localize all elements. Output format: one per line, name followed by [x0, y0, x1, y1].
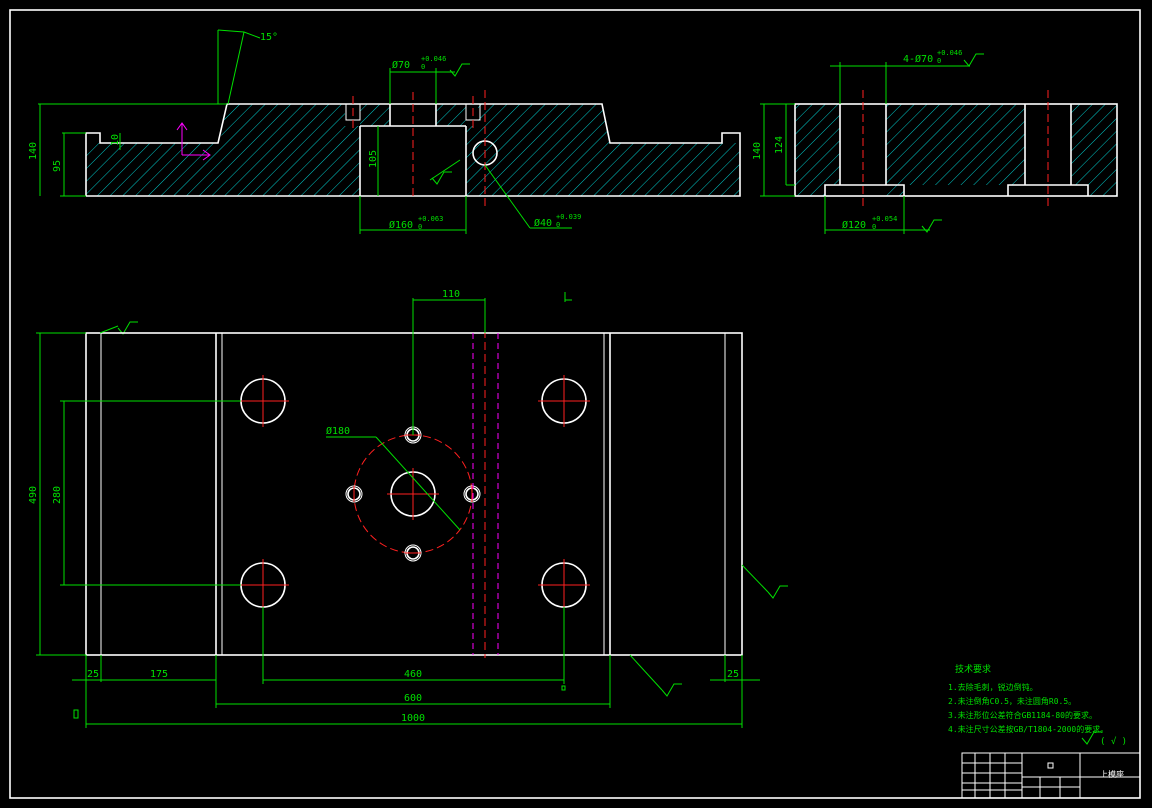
- plan-labels: 110 Ø180 490 280 25 175 460 600 1000 25: [28, 289, 739, 724]
- section-marker: [564, 292, 572, 302]
- dia-b-bottom-tol: +0.054: [872, 215, 897, 223]
- dia-top: Ø70: [392, 59, 410, 71]
- dia-top-tol: +0.046: [421, 55, 446, 63]
- dim-edge-left: 25: [87, 669, 99, 680]
- dim-edge-right: 25: [727, 669, 739, 680]
- dia-side-tol: +0.039: [556, 213, 581, 221]
- dim-small: 10: [110, 134, 121, 146]
- notes-item-3: 3.未注形位公差符合GB1184-80的要求。: [948, 710, 1097, 720]
- dia-b-bottom-tol-low: 0: [872, 223, 876, 231]
- dia-pcd: Ø180: [326, 425, 350, 437]
- dim-height-base: 95: [52, 160, 63, 172]
- notes-item-2: 2.未注倒角C0.5，未注圆角R0.5。: [948, 696, 1076, 706]
- angle-label: 15°: [260, 32, 278, 43]
- dim-b-pocket: 124: [774, 136, 785, 154]
- holes-tol-low: 0: [937, 57, 941, 65]
- dim-height-total: 140: [28, 142, 39, 160]
- roughness-symbols: [117, 53, 984, 697]
- notes-item-1: 1.去除毛刺，锐边倒钝。: [948, 682, 1038, 692]
- dim-flange: 175: [150, 669, 168, 680]
- dia-bottom-tol: +0.063: [418, 215, 443, 223]
- technical-notes: 技术要求 1.去除毛刺，锐边倒钝。 2.未注倒角C0.5，未注圆角R0.5。 3…: [948, 663, 1127, 747]
- holes-tol: +0.046: [937, 49, 962, 57]
- dia-side: Ø40: [534, 217, 552, 229]
- dim-plan-height: 490: [28, 486, 39, 504]
- dim-top-offset: 110: [442, 289, 460, 300]
- dia-top-tol-low: 0: [421, 63, 425, 71]
- section-view-a: [38, 29, 741, 234]
- section-b-labels: 4-Ø70 +0.046 0 140 124 Ø120 +0.054 0: [752, 49, 962, 231]
- dia-b-bottom: Ø120: [842, 219, 866, 231]
- dia-bottom-tol-low: 0: [418, 223, 422, 231]
- dim-pocket: 105: [368, 150, 379, 168]
- dim-hole-spacing-v: 280: [52, 486, 63, 504]
- dim-hole-spacing-h: 460: [404, 669, 422, 680]
- part-name: 上模座: [1100, 769, 1124, 779]
- notes-roughness: ( √ ): [1100, 736, 1127, 747]
- dim-overall: 1000: [401, 713, 425, 724]
- section-a-labels: 15° 140 95 10 105 Ø70 +0.046 0 Ø160 +0.0…: [28, 32, 581, 231]
- title-block: 上模座: [961, 752, 1141, 799]
- notes-item-4: 4.未注尺寸公差按GB/T1804-2000的要求。: [948, 724, 1108, 734]
- ucs-icon: [176, 122, 211, 161]
- section-view-b: [760, 62, 1118, 234]
- dia-side-tol-low: 0: [556, 221, 560, 229]
- drawing-frame: [9, 9, 1141, 799]
- dia-bottom: Ø160: [389, 219, 413, 231]
- notes-title: 技术要求: [955, 663, 991, 675]
- dim-b-total: 140: [752, 142, 763, 160]
- holes-label: 4-Ø70: [903, 53, 933, 65]
- dim-inner: 600: [404, 693, 422, 704]
- plan-view: [36, 298, 769, 728]
